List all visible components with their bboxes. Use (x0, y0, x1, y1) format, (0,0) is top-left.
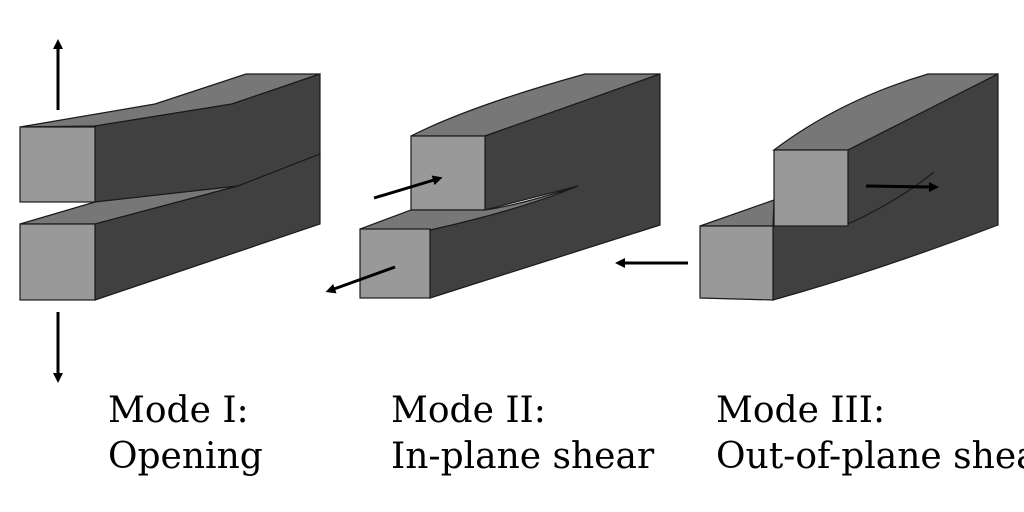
mode-1-specimen (19, 39, 321, 383)
mode-3-lower-front-face (699, 225, 774, 301)
mode-3-lower-top-face (699, 199, 775, 227)
mode-1-upper-arm (19, 73, 321, 203)
mode-3-top-face (772, 73, 999, 151)
mode-2-lower-block (359, 185, 579, 299)
mode-1-lower-front-face (19, 223, 96, 301)
mode-2-caption: Mode II: In-plane shear (391, 388, 654, 480)
mode-3-crack-line (847, 171, 935, 225)
mode-1-title: Mode I: (108, 390, 249, 431)
mode-2-upper-top-face (410, 73, 661, 137)
mode-1-lower-arm (19, 153, 321, 301)
mode-3-title: Mode III: (716, 390, 886, 431)
mode-2-upper-front-face (410, 135, 486, 211)
mode-2-lower-front-face (359, 228, 431, 299)
mode-3-out-arrow (865, 181, 939, 192)
mode-2-specimen (325, 73, 661, 299)
mode-3-caption: Mode III: Out-of-plane shear (716, 388, 1024, 480)
mode-1-caption: Mode I: Opening (108, 388, 263, 480)
mode-2-right-arrow (373, 175, 443, 200)
mode-3-specimen (615, 73, 999, 301)
mode-2-left-arrow (325, 265, 396, 294)
mode-3-subtitle: Out-of-plane shear (716, 436, 1024, 477)
mode-1-subtitle: Opening (108, 436, 263, 477)
mode-3-upper-front-face (773, 149, 849, 227)
mode-2-upper-block (410, 73, 661, 299)
mode-2-lower-top-face (359, 185, 579, 231)
mode-2-subtitle: In-plane shear (391, 436, 655, 477)
mode-3-body (699, 73, 999, 301)
mode-2-title: Mode II: (391, 390, 546, 431)
mode-1-upper-front-face (19, 126, 96, 203)
